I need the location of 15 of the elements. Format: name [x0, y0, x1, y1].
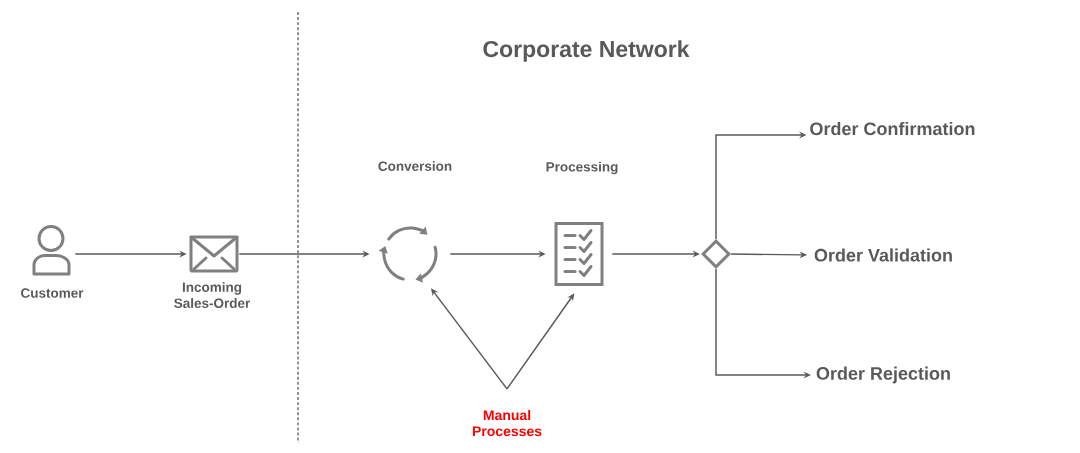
cycle-icon: [378, 226, 438, 283]
person-icon: [32, 225, 71, 276]
step-heading: Processing: [546, 161, 618, 175]
outcome-label: Order Validation: [814, 248, 952, 262]
outcome-label: Order Confirmation: [810, 121, 975, 136]
outcome-label: Order Rejection: [816, 366, 950, 384]
checklist-icon: [554, 222, 604, 286]
icon-caption: Incoming Sales-Order: [174, 282, 251, 308]
envelope-icon: [189, 235, 239, 273]
icon-caption: Customer: [21, 288, 84, 298]
diagram-title: Corporate Network: [483, 40, 690, 62]
decision-diamond: [701, 239, 731, 269]
arrow: [506, 293, 575, 390]
annotation-label: Manual Processes: [472, 409, 542, 437]
step-heading: Conversion: [378, 161, 452, 171]
